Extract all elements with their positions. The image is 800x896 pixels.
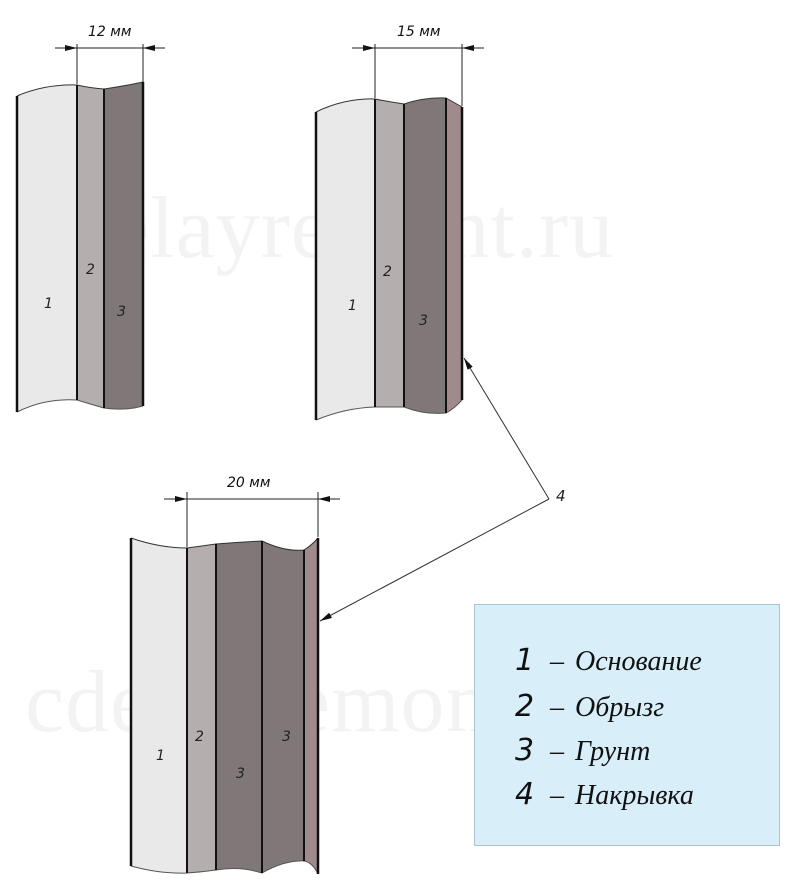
legend-item-spatter: 2–Обрызг [515, 689, 664, 724]
dimension-label-20mm: 20 мм [227, 475, 271, 491]
layer-finish [446, 98, 462, 413]
layer-label-1: 1 [44, 296, 53, 312]
legend-box: 1–Основание 2–Обрызг 3–Грунт 4–Накрывка [474, 604, 780, 846]
legend-item-finish: 4–Накрывка [515, 777, 694, 812]
callout-label-4: 4 [556, 487, 566, 505]
dimension-label-15mm: 15 мм [397, 24, 441, 40]
layer-base [131, 538, 187, 874]
legend-dash: – [550, 780, 564, 811]
layer-label-3: 3 [236, 766, 245, 782]
legend-item-base: 1–Основание [515, 643, 702, 678]
legend-dash: – [550, 736, 564, 767]
layer-finish [304, 538, 318, 874]
sample-12mm [15, 44, 165, 413]
layer-label-2: 2 [383, 264, 392, 280]
layer-primer-a [216, 541, 262, 873]
legend-number: 1 [515, 643, 535, 678]
dimension-label-12mm: 12 мм [88, 24, 132, 40]
legend-dash: – [550, 692, 564, 723]
legend-dash: – [550, 646, 564, 677]
legend-item-primer: 3–Грунт [515, 733, 650, 768]
layer-label-1: 1 [156, 748, 165, 764]
legend-text: Грунт [575, 736, 651, 767]
layer-label-3: 3 [419, 313, 428, 329]
layer-label-1: 1 [348, 298, 357, 314]
legend-number: 2 [515, 689, 535, 724]
sample-15mm [314, 44, 484, 421]
legend-text: Обрызг [575, 692, 665, 723]
layer-label-3b: 3 [282, 729, 291, 745]
legend-number: 3 [515, 733, 535, 768]
legend-text: Накрывка [575, 780, 694, 811]
callout-4-leaders [319, 357, 550, 622]
layer-spatter [187, 544, 216, 873]
layer-primer [104, 82, 143, 410]
layer-base [17, 84, 77, 412]
layer-base [316, 98, 375, 420]
legend-text: Основание [575, 646, 702, 677]
layer-label-2: 2 [195, 729, 204, 745]
legend-number: 4 [515, 777, 535, 812]
layer-primer [404, 97, 446, 414]
layer-spatter [77, 85, 104, 408]
layer-spatter [375, 99, 404, 407]
layer-primer-b [262, 541, 304, 873]
layer-label-3: 3 [117, 304, 126, 320]
sample-20mm [129, 492, 340, 875]
layer-label-2: 2 [86, 262, 95, 278]
